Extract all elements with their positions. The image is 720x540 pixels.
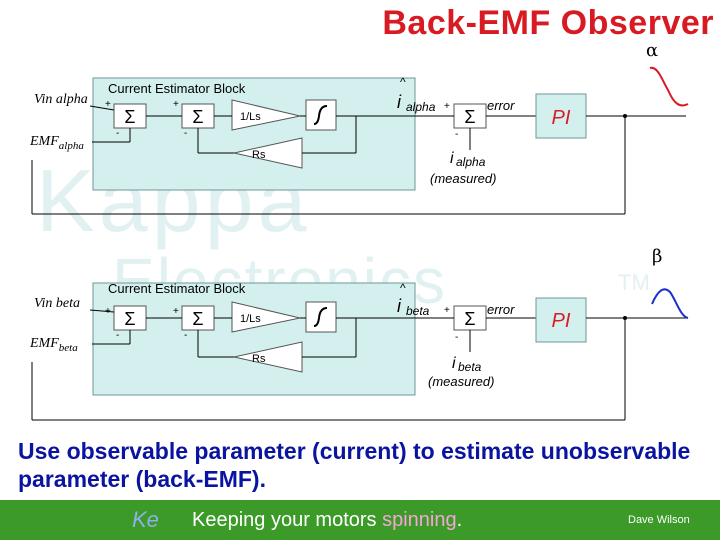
beta-measured-main: i [452, 355, 456, 372]
kappa-logo: Ke [132, 507, 159, 532]
beta-integrator [305, 301, 337, 333]
beta-sum2-minus: - [184, 330, 187, 341]
alpha-sum1-plus: + [105, 99, 111, 110]
footer-slogan-suffix: . [456, 509, 463, 531]
beta-waveform-icon [651, 288, 689, 319]
slide-description: Use observable parameter (current) to es… [18, 438, 691, 492]
beta-gain-triangle [231, 301, 301, 333]
beta-sum1-sigma: Σ [124, 309, 135, 329]
beta-error-label: error [487, 302, 515, 317]
alpha-estimate-main: i [397, 92, 402, 112]
footer-slogan: Keeping your motors spinning. [192, 509, 462, 532]
alpha-input-emf-main: EMF [30, 134, 59, 149]
alpha-waveform-icon [649, 66, 689, 107]
footer-slogan-accent: spinning [382, 509, 457, 531]
alpha-input-emf-sub: alpha [58, 139, 84, 152]
alpha-input-voltage: Vin alpha [34, 92, 88, 107]
beta-gain-label: 1/Ls [240, 313, 261, 325]
beta-estimate-sub: beta [406, 304, 430, 318]
alpha-pi-label: PI [552, 107, 571, 129]
beta-sum1 [113, 305, 147, 331]
beta-sum2-plus: + [173, 306, 179, 317]
alpha-sum3-minus: - [455, 129, 458, 140]
alpha-sum1-sigma: Σ [124, 107, 135, 127]
beta-pi-block [535, 297, 587, 343]
beta-sum1-minus: - [116, 330, 119, 341]
beta-input-voltage: Vin beta [34, 296, 81, 311]
alpha-estimate-sub: alpha [406, 100, 436, 114]
beta-block-label: Current Estimator Block [108, 281, 246, 296]
footer-author: Dave Wilson [628, 514, 690, 526]
beta-estimate-hat: ^ [400, 281, 406, 295]
alpha-measured-sub: alpha [456, 155, 486, 169]
beta-sum3-plus: + [444, 305, 450, 316]
alpha-error-label: error [487, 98, 515, 113]
alpha-resistor-label: Rs [252, 149, 266, 161]
alpha-integrator [305, 99, 337, 131]
alpha-measured-note: (measured) [430, 171, 496, 186]
beta-resistor-label: Rs [252, 353, 266, 365]
beta-sum2-sigma: Σ [192, 309, 203, 329]
beta-input-emf: EMFbeta [30, 336, 78, 354]
beta-sum3-minus: - [455, 332, 458, 343]
alpha-sum2-sigma: Σ [192, 107, 203, 127]
beta-symbol: β [652, 246, 663, 267]
beta-integral-icon [313, 307, 328, 327]
beta-sum3-sigma: Σ [464, 309, 475, 329]
beta-estimate-main: i [397, 296, 402, 316]
beta-measured-note: (measured) [428, 374, 494, 389]
kappa-logo-text: Ke [132, 507, 159, 532]
beta-pi-label: PI [552, 310, 571, 332]
alpha-estimate-hat: ^ [400, 75, 406, 89]
alpha-gain-triangle [231, 99, 301, 131]
alpha-sum2-minus: - [184, 128, 187, 139]
beta-input-emf-sub: beta [58, 341, 78, 354]
beta-estimator-block [92, 282, 416, 396]
alpha-symbol: α [646, 40, 659, 61]
alpha-sum3-sigma: Σ [464, 107, 475, 127]
footer-bar [0, 500, 720, 540]
alpha-sum1-minus: - [116, 128, 119, 139]
footer-slogan-prefix: Keeping your motors [192, 509, 383, 531]
alpha-gain-label: 1/Ls [240, 111, 261, 123]
alpha-estimator-block [92, 77, 416, 191]
beta-measured-sub: beta [458, 360, 482, 374]
alpha-sum3-plus: + [444, 101, 450, 112]
alpha-integral-icon [313, 105, 328, 125]
beta-input-emf-main: EMF [30, 336, 59, 351]
alpha-block-label: Current Estimator Block [108, 81, 246, 96]
alpha-input-emf: EMFalpha [30, 134, 84, 152]
alpha-pi-block [535, 93, 587, 139]
alpha-sum2-plus: + [173, 99, 179, 110]
alpha-measured-main: i [450, 150, 454, 167]
observer-diagram: Current Estimator Block Σ + - Σ + - 1/Ls… [31, 66, 689, 421]
slide-title: Back-EMF Observer [382, 4, 714, 42]
